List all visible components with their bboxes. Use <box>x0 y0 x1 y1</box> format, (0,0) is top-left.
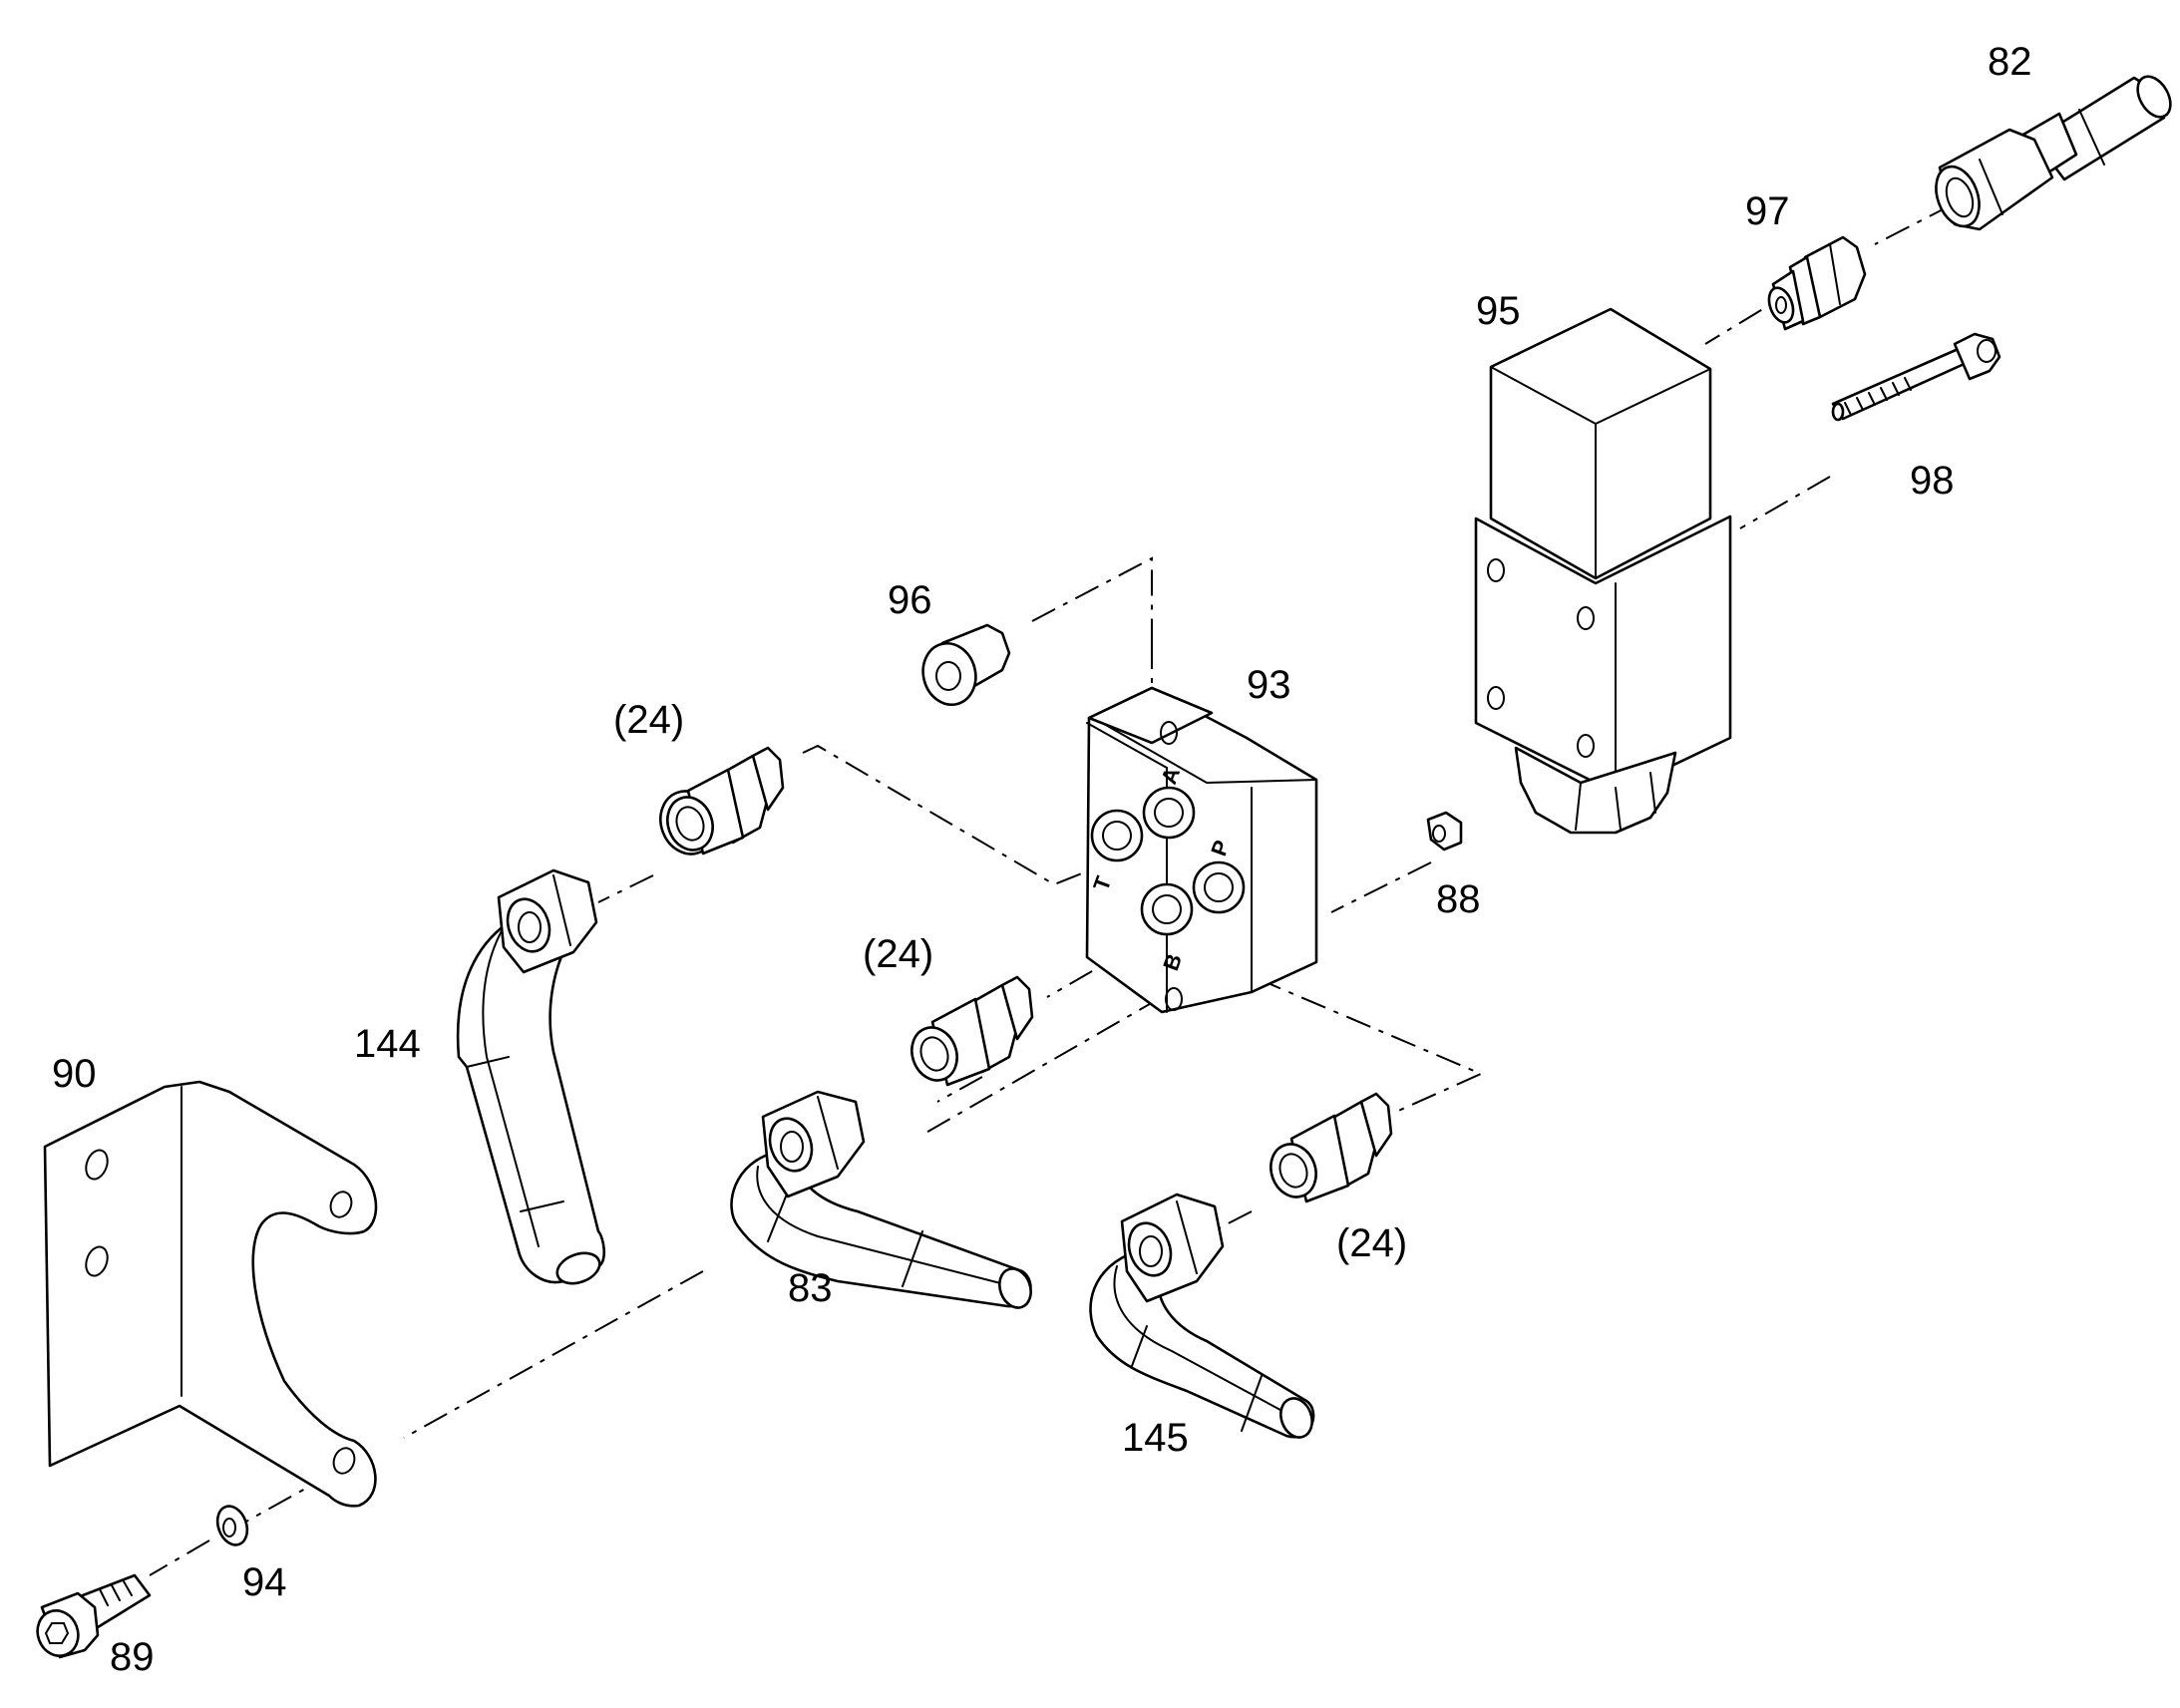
callout-24-mid: (24) <box>863 932 933 976</box>
hose-assembly-82 <box>1935 75 2172 231</box>
screw-89 <box>36 1573 152 1659</box>
callout-88: 88 <box>1436 877 1481 921</box>
callout-94: 94 <box>242 1560 287 1604</box>
callout-82: 82 <box>1988 40 2032 84</box>
bracket-90 <box>43 1080 378 1508</box>
fitting-24-low <box>1270 1092 1393 1203</box>
callout-83: 83 <box>788 1266 833 1310</box>
pipe-145 <box>1089 1193 1315 1439</box>
callout-24-top: (24) <box>613 698 684 742</box>
callout-96: 96 <box>888 578 932 622</box>
callout-24-low: (24) <box>1336 1221 1407 1265</box>
callout-98: 98 <box>1910 459 1955 503</box>
plug-96 <box>921 623 1011 706</box>
fitting-97 <box>1767 235 1867 331</box>
callout-labels: 82 97 95 98 96 93 (24) 88 144 (24) 90 83… <box>52 40 2032 1679</box>
callout-145: 145 <box>1122 1416 1189 1460</box>
pipe-144 <box>456 868 606 1285</box>
fitting-24-mid <box>910 975 1034 1087</box>
valve-body-93: T A B P <box>1085 686 1318 1014</box>
fitting-24-top <box>659 746 785 855</box>
washer-94 <box>215 1505 249 1546</box>
nut-88 <box>1426 811 1463 852</box>
pipe-83 <box>730 1090 1032 1309</box>
callout-93: 93 <box>1247 663 1291 707</box>
callout-144: 144 <box>354 1022 421 1066</box>
callout-95: 95 <box>1476 289 1521 333</box>
long-bolt-98 <box>1831 332 2001 422</box>
callout-90: 90 <box>52 1052 97 1096</box>
solenoid-valve-95 <box>1474 307 1732 835</box>
callout-89: 89 <box>110 1635 155 1679</box>
callout-97: 97 <box>1745 189 1790 233</box>
